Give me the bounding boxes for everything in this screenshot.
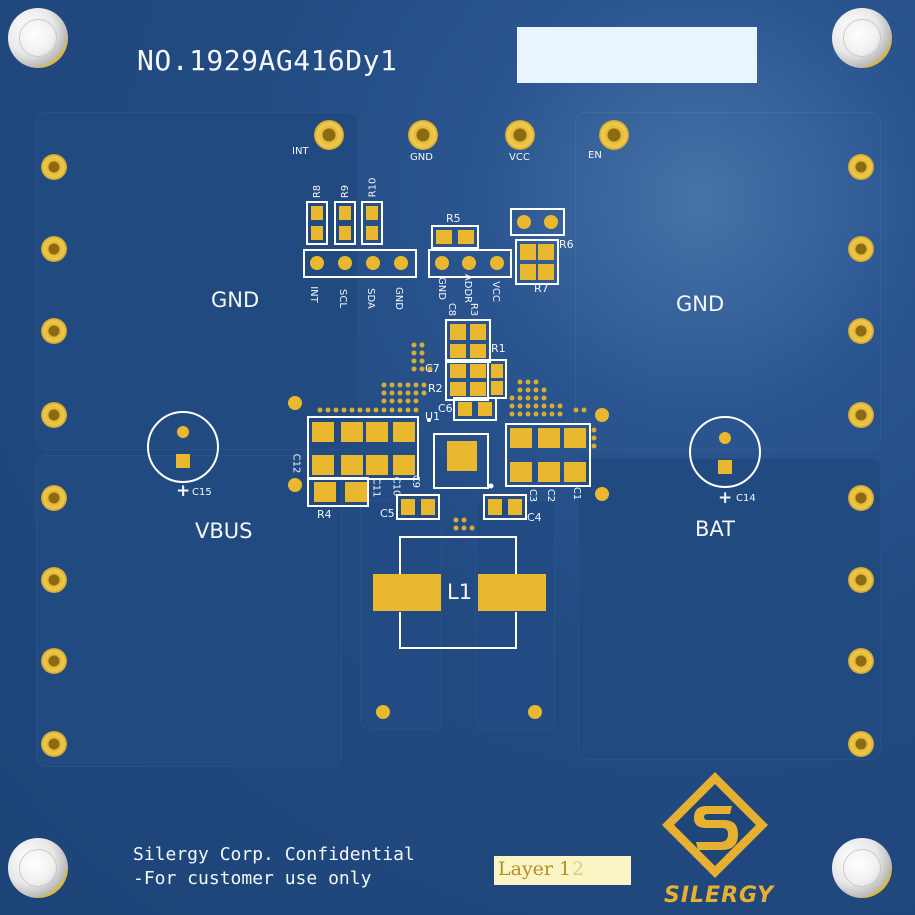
conn-left-pin-int: INT bbox=[307, 286, 319, 303]
refdes-c4: C4 bbox=[527, 511, 542, 524]
confidential-line-1: Silergy Corp. Confidential bbox=[133, 844, 415, 865]
vbus-label: VBUS bbox=[195, 519, 253, 543]
refdes-r3: R3 bbox=[468, 302, 480, 317]
inductor-label: L1 bbox=[447, 580, 473, 604]
edge-via bbox=[848, 731, 874, 757]
conn-right-pin-gnd: GND bbox=[435, 277, 447, 300]
refdes-r4: R4 bbox=[317, 508, 332, 521]
refdes-r2: R2 bbox=[428, 382, 443, 395]
plus-icon: + bbox=[718, 488, 733, 508]
mounting-hole-icon bbox=[8, 8, 68, 68]
pin-label-en: EN bbox=[588, 150, 602, 161]
brand-wordmark: SILERGY bbox=[664, 883, 775, 908]
edge-via bbox=[41, 567, 67, 593]
vbus-pour bbox=[36, 455, 342, 767]
refdes-r9: R9 bbox=[340, 184, 352, 199]
refdes-c15: C15 bbox=[192, 487, 212, 498]
layer-label: Layer 1 bbox=[498, 858, 572, 880]
gnd-pour-left bbox=[36, 112, 358, 450]
conn-left-pin-sda: SDA bbox=[364, 288, 376, 309]
gnd-label-left: GND bbox=[211, 288, 260, 312]
testpoint-gnd[interactable] bbox=[408, 120, 438, 150]
refdes-c9: C9 bbox=[410, 474, 422, 489]
plus-icon: + bbox=[176, 481, 191, 501]
refdes-r5: R5 bbox=[446, 212, 461, 225]
edge-via bbox=[848, 154, 874, 180]
edge-via bbox=[41, 154, 67, 180]
conn-left-pin-gnd: GND bbox=[392, 287, 404, 310]
testpoint-en[interactable] bbox=[599, 120, 629, 150]
refdes-r8: R8 bbox=[312, 184, 324, 199]
confidential-line-2: -For customer use only bbox=[133, 868, 372, 889]
board-title: NO.1929AG416Dy1 bbox=[137, 44, 398, 77]
refdes-c1: C1 bbox=[571, 486, 583, 501]
bat-pour bbox=[578, 458, 881, 760]
mounting-hole-icon bbox=[832, 8, 892, 68]
layer-label-box: Layer 1 2 bbox=[494, 856, 631, 885]
pin-label-vcc: VCC bbox=[509, 152, 530, 163]
label-area bbox=[517, 27, 757, 83]
conn-right-pin-vcc: VCC bbox=[489, 281, 501, 302]
edge-via bbox=[41, 731, 67, 757]
edge-via bbox=[848, 318, 874, 344]
refdes-c14: C14 bbox=[736, 493, 756, 504]
edge-via bbox=[41, 648, 67, 674]
refdes-c7: C7 bbox=[425, 362, 440, 375]
refdes-r10: R10 bbox=[367, 177, 379, 198]
testpoint-int[interactable] bbox=[314, 120, 344, 150]
gnd-label-right: GND bbox=[676, 292, 725, 316]
refdes-c3: C3 bbox=[527, 488, 539, 503]
edge-via bbox=[848, 402, 874, 428]
refdes-r7: R7 bbox=[534, 282, 549, 295]
pin-label-int: INT bbox=[292, 146, 309, 157]
pin-label-gnd: GND bbox=[410, 152, 433, 163]
conn-left-pin-scl: SCL bbox=[336, 289, 348, 308]
refdes-c5: C5 bbox=[380, 507, 395, 520]
edge-via bbox=[41, 318, 67, 344]
conn-right-pin-addr: ADDR bbox=[462, 273, 474, 304]
refdes-r1: R1 bbox=[491, 342, 506, 355]
refdes-u1: U1 bbox=[425, 410, 441, 423]
edge-via bbox=[848, 648, 874, 674]
edge-via bbox=[848, 485, 874, 511]
layer-label-faint: 2 bbox=[572, 858, 585, 880]
edge-via bbox=[848, 567, 874, 593]
mounting-hole-icon bbox=[832, 838, 892, 898]
mounting-hole-icon bbox=[8, 838, 68, 898]
edge-via bbox=[41, 402, 67, 428]
bat-label: BAT bbox=[695, 517, 735, 541]
refdes-c12: C12 bbox=[290, 453, 302, 474]
refdes-c2: C2 bbox=[545, 488, 557, 503]
edge-via bbox=[41, 236, 67, 262]
refdes-c8: C8 bbox=[446, 302, 458, 317]
refdes-c11: C11 bbox=[370, 477, 382, 498]
edge-via bbox=[41, 485, 67, 511]
refdes-r6: R6 bbox=[559, 238, 574, 251]
refdes-c6: C6 bbox=[438, 402, 453, 415]
silergy-logo-icon bbox=[662, 772, 768, 878]
testpoint-vcc[interactable] bbox=[505, 120, 535, 150]
edge-via bbox=[848, 236, 874, 262]
refdes-c10: C10 bbox=[390, 476, 402, 497]
